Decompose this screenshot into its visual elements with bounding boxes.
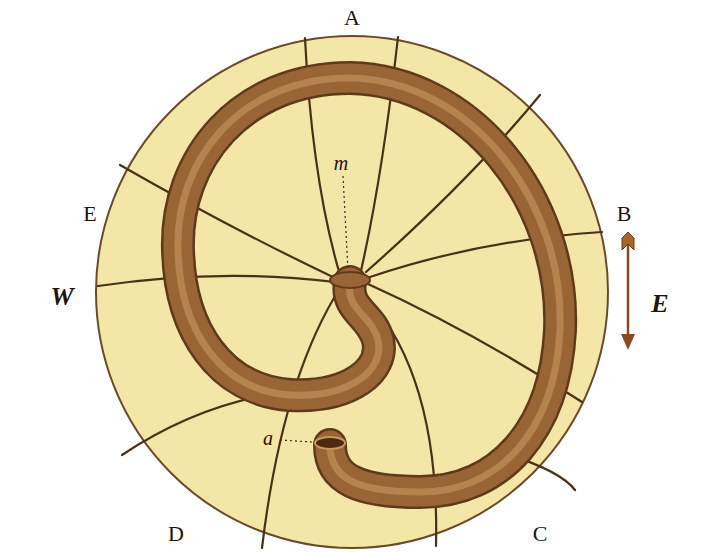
part-label: a — [260, 427, 276, 449]
point-label: A — [344, 7, 360, 29]
direction-label: W — [50, 284, 73, 310]
tube-end — [330, 272, 370, 288]
leader-lines — [280, 176, 348, 442]
point-label: E — [83, 203, 96, 225]
tube-opening — [315, 437, 345, 449]
disk — [96, 36, 608, 548]
point-label: D — [168, 523, 184, 545]
direction-label: E — [651, 291, 668, 317]
rotation-arrow — [621, 232, 635, 350]
tube — [178, 78, 560, 492]
point-label: B — [617, 203, 632, 225]
point-label: C — [533, 523, 548, 545]
meridian-lines — [98, 37, 602, 548]
part-label: m — [331, 152, 351, 174]
